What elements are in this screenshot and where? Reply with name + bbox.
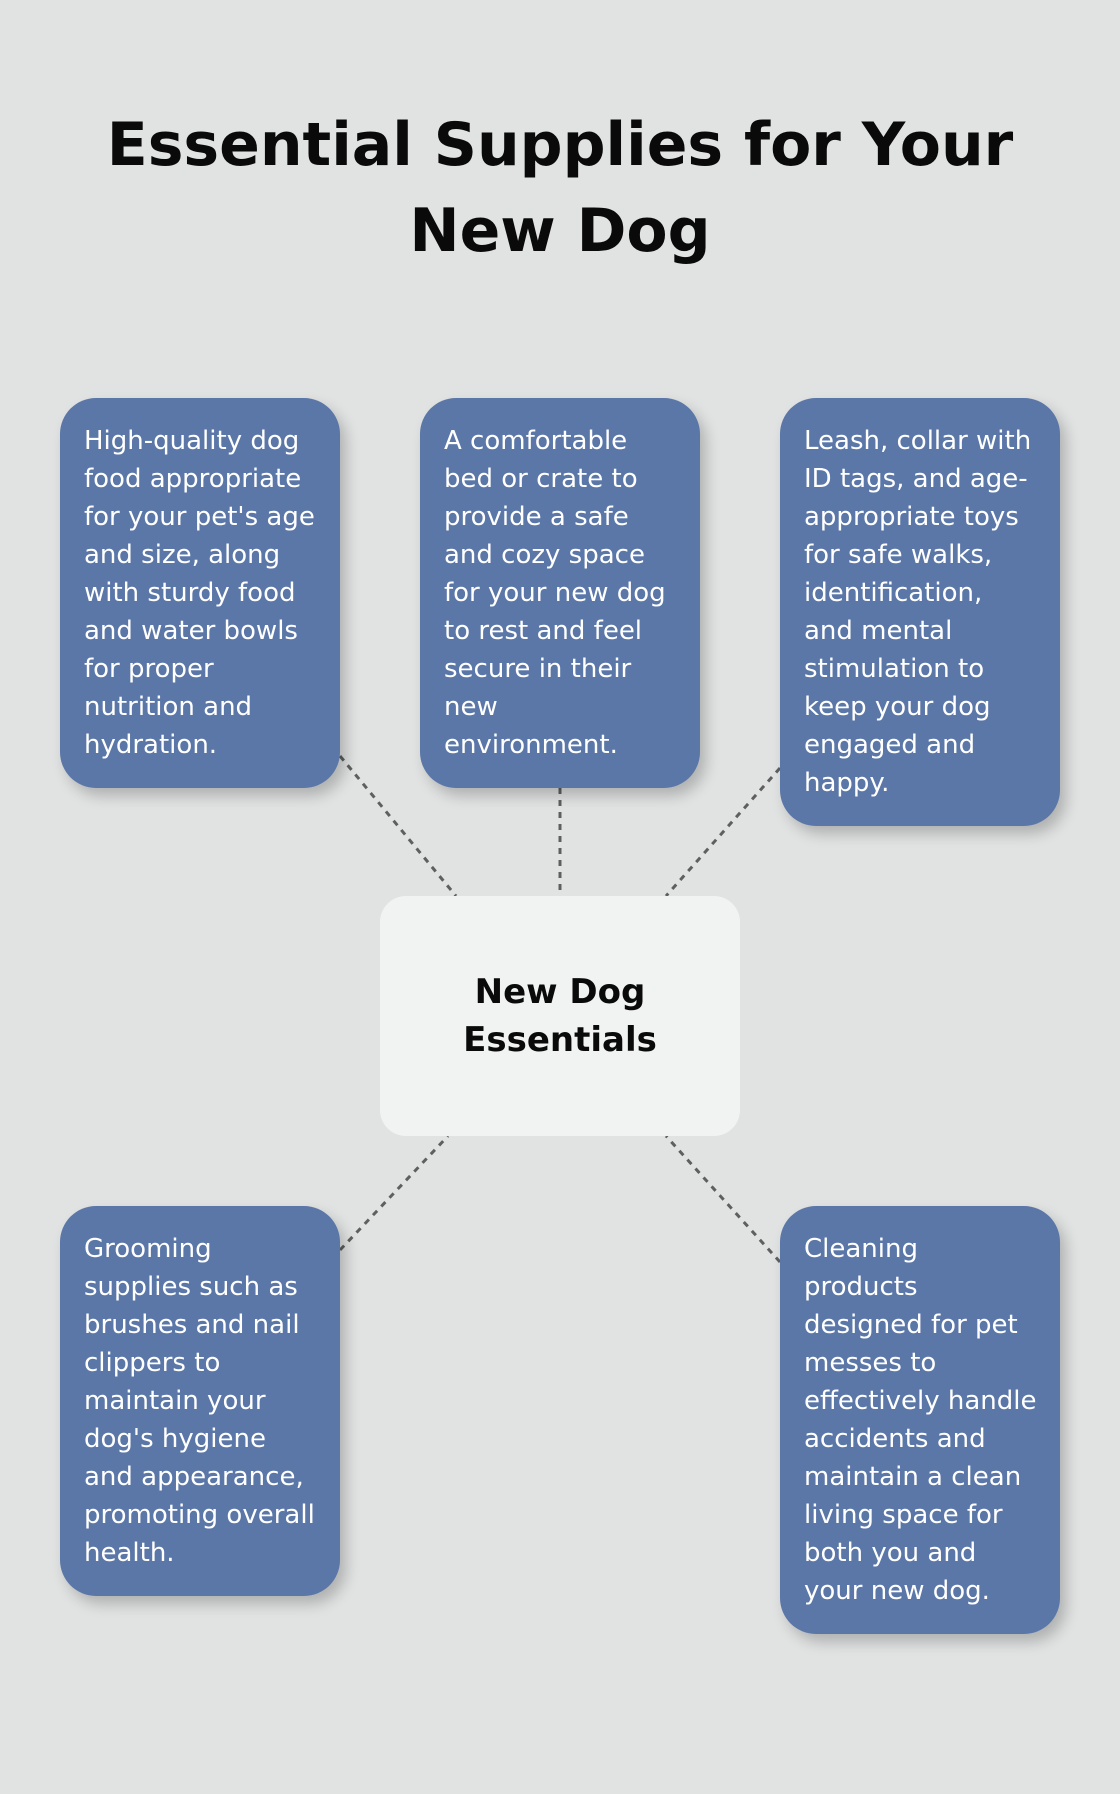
supply-card-text: Cleaning products designed for pet messe… [804, 1234, 1037, 1606]
diagram-title: Essential Supplies for Your New Dog [106, 110, 1014, 266]
supply-card-bed: A comfortable bed or crate to provide a … [420, 398, 700, 788]
connector-line-3 [664, 767, 782, 897]
supply-card-text: Leash, collar with ID tags, and age-appr… [804, 426, 1032, 798]
supply-card-text: Grooming supplies such as brushes and na… [84, 1234, 315, 1568]
supply-card-leash: Leash, collar with ID tags, and age-appr… [780, 398, 1060, 826]
center-node: New Dog Essentials [380, 896, 740, 1136]
supply-card-text: A comfortable bed or crate to provide a … [444, 426, 666, 760]
center-node-label: New Dog Essentials [463, 972, 657, 1060]
supply-card-text: High-quality dog food appropriate for yo… [84, 426, 315, 760]
supply-card-food: High-quality dog food appropriate for yo… [60, 398, 340, 788]
supply-card-cleaning: Cleaning products designed for pet messe… [780, 1206, 1060, 1634]
connector-line-4 [338, 1134, 450, 1252]
supply-card-grooming: Grooming supplies such as brushes and na… [60, 1206, 340, 1596]
connector-line-5 [664, 1134, 782, 1264]
